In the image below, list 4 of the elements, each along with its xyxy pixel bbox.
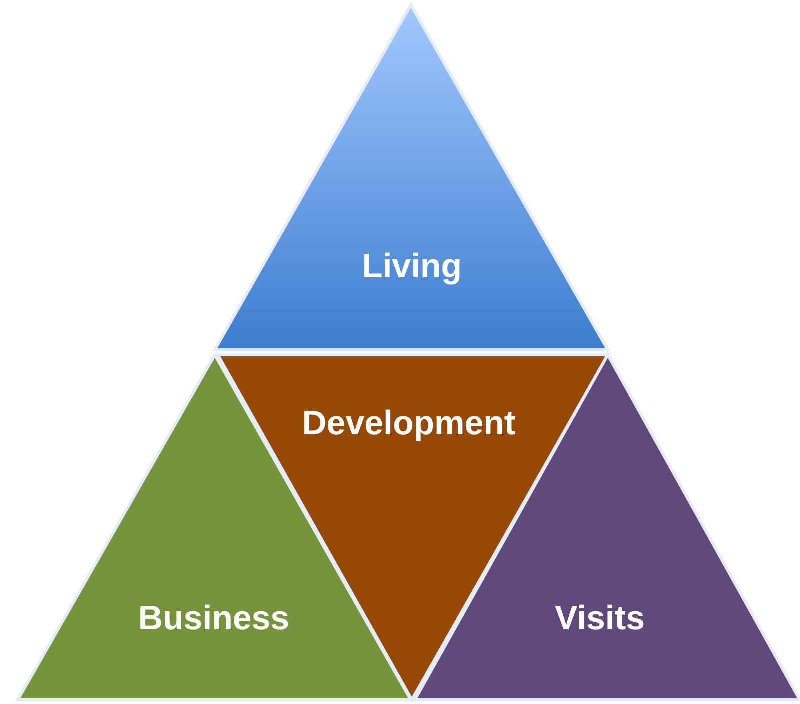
triangle-label: Development [302,404,516,444]
triangle-label: Living [362,248,462,286]
triangle-label: Business [138,600,290,638]
triangle-label: Visits [554,600,646,638]
